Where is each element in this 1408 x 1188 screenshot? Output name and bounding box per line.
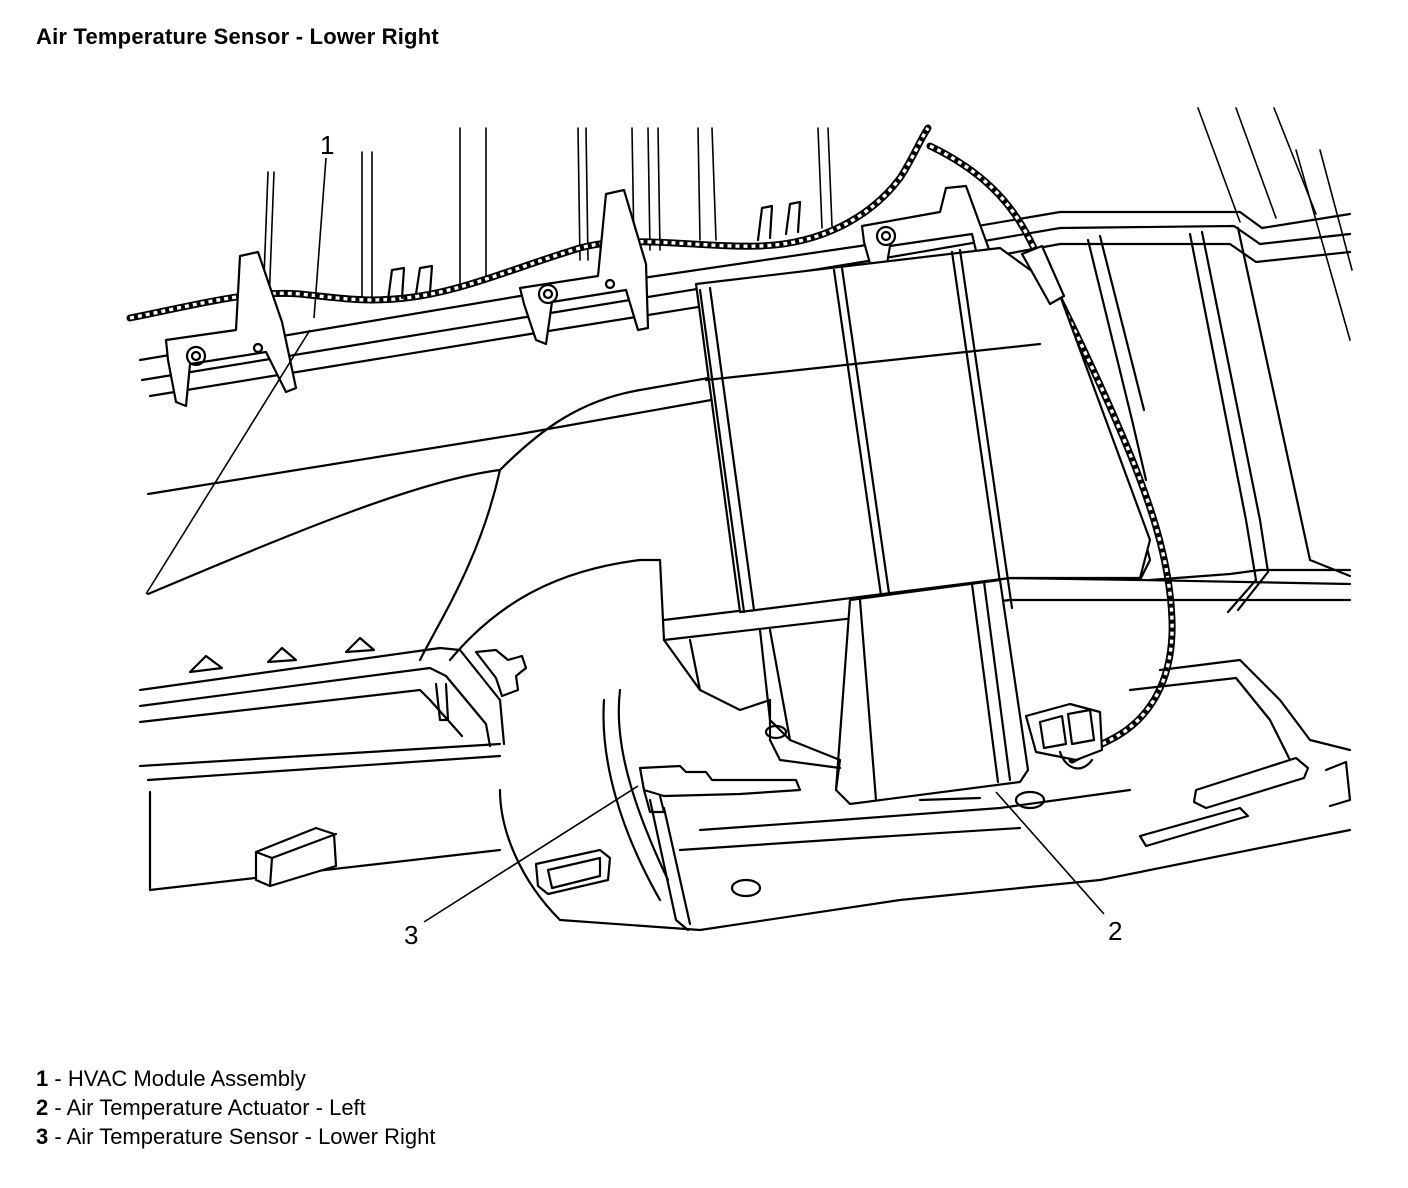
air-temperature-sensor	[638, 764, 802, 932]
right-duct-channels	[1086, 226, 1352, 614]
wiring-harness	[126, 124, 1176, 764]
legend-item-label: Air Temperature Sensor - Lower Right	[66, 1124, 436, 1149]
callout-3: 3	[404, 920, 418, 950]
module-top-rail	[138, 210, 1352, 398]
legend-item-separator: -	[48, 1124, 67, 1149]
upper-structure-lines	[261, 107, 1353, 341]
harness-end-connector	[1020, 244, 1066, 306]
lower-floor-structure	[498, 658, 1352, 932]
legend-item-number: 1	[36, 1066, 49, 1091]
parts-legend: 1 - HVAC Module Assembly 2 - Air Tempera…	[36, 1064, 435, 1151]
air-temperature-actuator	[662, 246, 1152, 806]
actuator-connector	[1024, 702, 1104, 770]
legend-item: 3 - Air Temperature Sensor - Lower Right	[36, 1122, 435, 1151]
legend-item-label: Air Temperature Actuator - Left	[66, 1095, 366, 1120]
legend-item-separator: -	[48, 1095, 67, 1120]
legend-item: 1 - HVAC Module Assembly	[36, 1064, 435, 1093]
legend-item-separator: -	[48, 1066, 68, 1091]
legend-item: 2 - Air Temperature Actuator - Left	[36, 1093, 435, 1122]
legend-item-number: 3	[36, 1124, 49, 1149]
diagram-title: Air Temperature Sensor - Lower Right	[36, 24, 439, 49]
legend-item-number: 2	[36, 1095, 49, 1120]
callout-1: 1	[320, 130, 334, 160]
callout-leaders	[145, 157, 1105, 923]
legend-item-label: HVAC Module Assembly	[67, 1066, 306, 1091]
lower-left-housing	[138, 636, 528, 892]
callout-2: 2	[1108, 916, 1122, 946]
